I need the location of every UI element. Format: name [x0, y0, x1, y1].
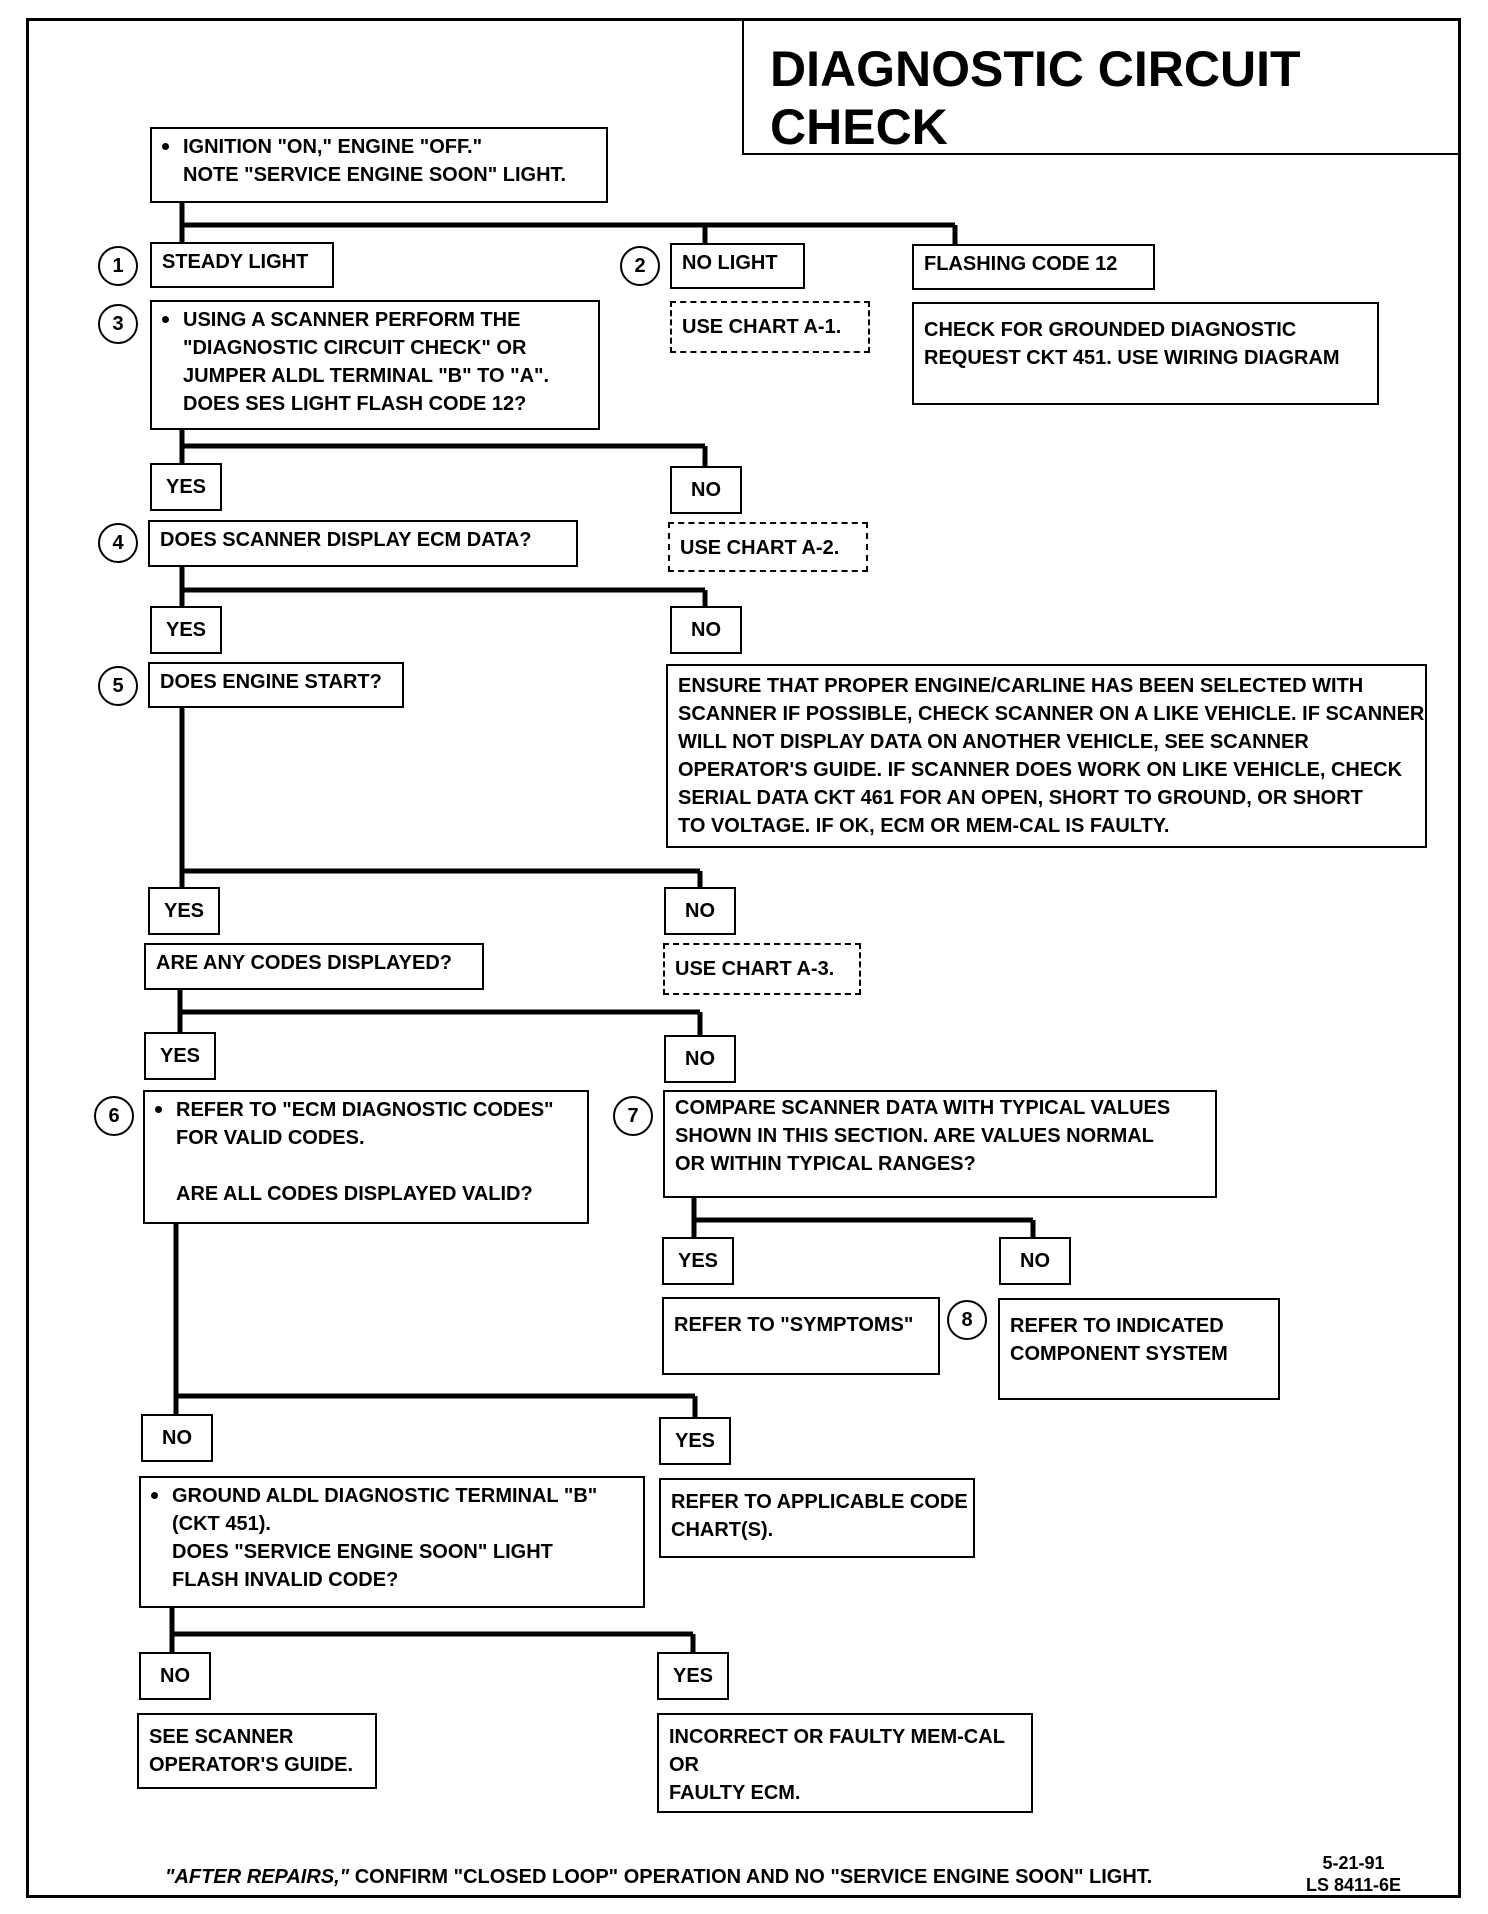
doc-date: 5-21-91: [1322, 1853, 1385, 1873]
step6-no-label: NO: [141, 1414, 213, 1462]
start-box: IGNITION "ON," ENGINE "OFF." NOTE "SERVI…: [150, 127, 608, 203]
step3-yes-label: YES: [150, 463, 222, 511]
doc-number: LS 8411-6E: [1306, 1875, 1402, 1895]
steady-light-box: STEADY LIGHT: [150, 242, 334, 288]
ground-line-4: FLASH INVALID CODE?: [172, 1569, 399, 1591]
ground-line-3: DOES "SERVICE ENGINE SOON" LIGHT: [172, 1541, 553, 1563]
faulty-memcal-ecm-box: INCORRECT OR FAULTY MEM-CAL OR FAULTY EC…: [657, 1713, 1033, 1813]
step5-no-label: NO: [664, 887, 736, 935]
bullet-icon: [162, 315, 169, 323]
refer-symptoms-box: REFER TO "SYMPTOMS": [662, 1297, 940, 1375]
step6-line-1: REFER TO "ECM DIAGNOSTIC CODES": [176, 1099, 554, 1121]
step6-line-2: FOR VALID CODES.: [176, 1127, 365, 1149]
step6-line-3: [155, 1152, 577, 1180]
step7-yes-label: YES: [662, 1237, 734, 1285]
ecm-diagnostic-codes-box: REFER TO "ECM DIAGNOSTIC CODES" FOR VALI…: [143, 1090, 589, 1224]
scanner-check-box: USING A SCANNER PERFORM THE "DIAGNOSTIC …: [150, 300, 600, 430]
step-number-8: 8: [947, 1300, 987, 1340]
step8-line-2: COMPONENT SYSTEM: [1010, 1343, 1228, 1365]
step5-yes-label: YES: [148, 887, 220, 935]
step-number-5: 5: [98, 666, 138, 706]
step3-line-1: USING A SCANNER PERFORM THE: [183, 309, 521, 331]
step4-no-line-1: ENSURE THAT PROPER ENGINE/CARLINE HAS BE…: [678, 675, 1364, 697]
bullet-icon: [155, 1105, 162, 1113]
step4-no-line-3: WILL NOT DISPLAY DATA ON ANOTHER VEHICLE…: [678, 731, 1309, 753]
step8-line-1: REFER TO INDICATED: [1010, 1315, 1224, 1337]
footer-text: CONFIRM "CLOSED LOOP" OPERATION AND NO "…: [349, 1866, 1153, 1888]
flash-action-line-2: REQUEST CKT 451. USE WIRING DIAGRAM: [924, 347, 1340, 369]
use-chart-a2-box: USE CHART A-2.: [668, 522, 868, 572]
start-line-1: IGNITION "ON," ENGINE "OFF.": [183, 136, 483, 158]
compare-scanner-data-box: COMPARE SCANNER DATA WITH TYPICAL VALUES…: [663, 1090, 1217, 1198]
step-number-3: 3: [98, 304, 138, 344]
ground-no-line-2: OPERATOR'S GUIDE.: [149, 1754, 354, 1776]
step4-no-line-5: SERIAL DATA CKT 461 FOR AN OPEN, SHORT T…: [678, 787, 1363, 809]
step3-line-4: DOES SES LIGHT FLASH CODE 12?: [183, 393, 527, 415]
step-number-2: 2: [620, 246, 660, 286]
step-number-4: 4: [98, 523, 138, 563]
step-number-6: 6: [94, 1096, 134, 1136]
ground-line-2: (CKT 451).: [172, 1513, 271, 1535]
refer-component-system-box: REFER TO INDICATED COMPONENT SYSTEM: [998, 1298, 1280, 1400]
flashing-code-12-box: FLASHING CODE 12: [912, 244, 1155, 290]
step7-line-3: OR WITHIN TYPICAL RANGES?: [675, 1153, 976, 1175]
step6-yes-label: YES: [659, 1417, 731, 1465]
ground-no-label: NO: [139, 1652, 211, 1700]
ground-yes-label: YES: [657, 1652, 729, 1700]
step6-line-4: ARE ALL CODES DISPLAYED VALID?: [176, 1183, 533, 1205]
step6-yes-line-2: CHART(S).: [671, 1519, 774, 1541]
ground-line-1: GROUND ALDL DIAGNOSTIC TERMINAL "B": [172, 1485, 598, 1507]
engine-start-question: DOES ENGINE START?: [148, 662, 404, 708]
see-scanner-guide-box: SEE SCANNER OPERATOR'S GUIDE.: [137, 1713, 377, 1789]
codes-yes-label: YES: [144, 1032, 216, 1080]
step4-no-line-2: SCANNER IF POSSIBLE, CHECK SCANNER ON A …: [678, 703, 1425, 725]
document-code: 5-21-91 LS 8411-6E: [1306, 1852, 1401, 1896]
no-light-box: NO LIGHT: [670, 243, 805, 289]
ground-yes-line-3: FAULTY ECM.: [669, 1782, 801, 1804]
ground-yes-line-2: OR: [669, 1754, 699, 1776]
scanner-display-question: DOES SCANNER DISPLAY ECM DATA?: [148, 520, 578, 567]
ground-no-line-1: SEE SCANNER: [149, 1726, 294, 1748]
page-title: DIAGNOSTIC CIRCUIT CHECK: [742, 18, 1461, 155]
step3-no-label: NO: [670, 466, 742, 514]
footer-note: "AFTER REPAIRS," CONFIRM "CLOSED LOOP" O…: [165, 1866, 1152, 1889]
step-number-7: 7: [613, 1096, 653, 1136]
use-chart-a1-box: USE CHART A-1.: [670, 301, 870, 353]
flash-action-line-1: CHECK FOR GROUNDED DIAGNOSTIC: [924, 319, 1297, 341]
step4-yes-label: YES: [150, 606, 222, 654]
ground-yes-line-1: INCORRECT OR FAULTY MEM-CAL: [669, 1726, 1005, 1748]
step4-no-label: NO: [670, 606, 742, 654]
ensure-engine-carline-box: ENSURE THAT PROPER ENGINE/CARLINE HAS BE…: [666, 664, 1427, 848]
bullet-icon: [162, 142, 169, 150]
step7-line-2: SHOWN IN THIS SECTION. ARE VALUES NORMAL: [675, 1125, 1154, 1147]
step4-no-line-4: OPERATOR'S GUIDE. IF SCANNER DOES WORK O…: [678, 759, 1403, 781]
codes-no-label: NO: [664, 1035, 736, 1083]
ground-aldl-terminal-box: GROUND ALDL DIAGNOSTIC TERMINAL "B" (CKT…: [139, 1476, 645, 1608]
step6-yes-line-1: REFER TO APPLICABLE CODE: [671, 1491, 968, 1513]
bullet-icon: [151, 1491, 158, 1499]
step-number-1: 1: [98, 246, 138, 286]
step4-no-line-6: TO VOLTAGE. IF OK, ECM OR MEM-CAL IS FAU…: [678, 815, 1170, 837]
step7-line-1: COMPARE SCANNER DATA WITH TYPICAL VALUES: [675, 1097, 1171, 1119]
step7-no-label: NO: [999, 1237, 1071, 1285]
refer-code-charts-box: REFER TO APPLICABLE CODE CHART(S).: [659, 1478, 975, 1558]
start-line-2: NOTE "SERVICE ENGINE SOON" LIGHT.: [183, 164, 567, 186]
step3-line-2: "DIAGNOSTIC CIRCUIT CHECK" OR: [183, 337, 527, 359]
footer-emphasis: "AFTER REPAIRS,": [165, 1866, 350, 1888]
grounded-diagnostic-box: CHECK FOR GROUNDED DIAGNOSTIC REQUEST CK…: [912, 302, 1379, 405]
step3-line-3: JUMPER ALDL TERMINAL "B" TO "A".: [183, 365, 550, 387]
use-chart-a3-box: USE CHART A-3.: [663, 943, 861, 995]
codes-displayed-question: ARE ANY CODES DISPLAYED?: [144, 943, 484, 990]
